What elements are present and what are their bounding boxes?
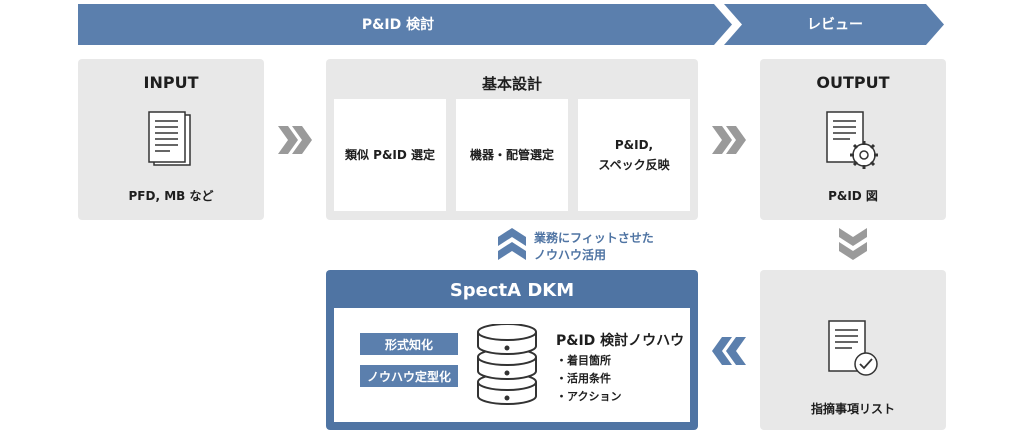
tag-knowhow-standardize: ノウハウ定型化 <box>360 365 458 387</box>
output-caption: P&ID 図 <box>828 189 878 203</box>
step-equipment-piping: 機器・配管選定 <box>456 99 568 211</box>
dkm-inner: 形式知化 ノウハウ定型化 P&ID 検討ノウハウ ・着目箇所 ・活用条件 <box>334 308 690 422</box>
process-banner <box>78 4 944 45</box>
bullet-focus-points: ・着目箇所 <box>556 354 611 367</box>
step-similar-pid: 類似 P&ID 選定 <box>334 99 446 211</box>
bullet-actions: ・アクション <box>556 390 622 403</box>
checklist-panel: 指摘事項リスト <box>760 270 946 430</box>
double-chevron-left-icon <box>712 337 746 365</box>
banner-main-label: P&ID 検討 <box>361 17 435 33</box>
document-gear-icon <box>826 111 884 171</box>
step-pid-spec: P&ID, スペック反映 <box>578 99 690 211</box>
input-panel: INPUT PFD, MB など <box>78 59 264 220</box>
bullet-usage-conditions: ・活用条件 <box>556 372 611 385</box>
input-title: INPUT <box>143 73 199 92</box>
feedback-line-2: ノウハウ活用 <box>534 248 607 262</box>
checklist-caption: 指摘事項リスト <box>810 402 895 416</box>
dkm-title: SpectA DKM <box>449 280 575 301</box>
output-title: OUTPUT <box>816 73 890 92</box>
tag-explicit-knowledge: 形式知化 <box>360 333 458 355</box>
document-icon <box>148 111 198 171</box>
feedback-line-1: 業務にフィットさせた <box>534 231 654 245</box>
knowhow-bullets: ・着目箇所 ・活用条件 ・アクション <box>556 352 621 406</box>
input-caption: PFD, MB など <box>128 189 214 203</box>
feedback-label: 業務にフィットさせた ノウハウ活用 <box>534 230 654 264</box>
output-panel: OUTPUT P&ID 図 <box>760 59 946 220</box>
dkm-panel: SpectA DKM 形式知化 ノウハウ定型化 P&ID 検討ノウハウ ・着目 <box>326 270 698 430</box>
document-check-icon <box>828 320 886 380</box>
double-chevron-right-icon <box>712 126 746 154</box>
basic-design-title: 基本設計 <box>481 75 542 93</box>
database-icon <box>476 324 538 406</box>
double-chevron-right-icon <box>278 126 312 154</box>
banner-review-label: レビュー <box>807 17 863 33</box>
double-chevron-down-icon <box>839 228 867 260</box>
double-chevron-up-icon <box>498 228 526 260</box>
basic-design-panel: 基本設計 類似 P&ID 選定 機器・配管選定 P&ID, スペック反映 <box>326 59 698 220</box>
knowhow-title: P&ID 検討ノウハウ <box>556 333 685 349</box>
